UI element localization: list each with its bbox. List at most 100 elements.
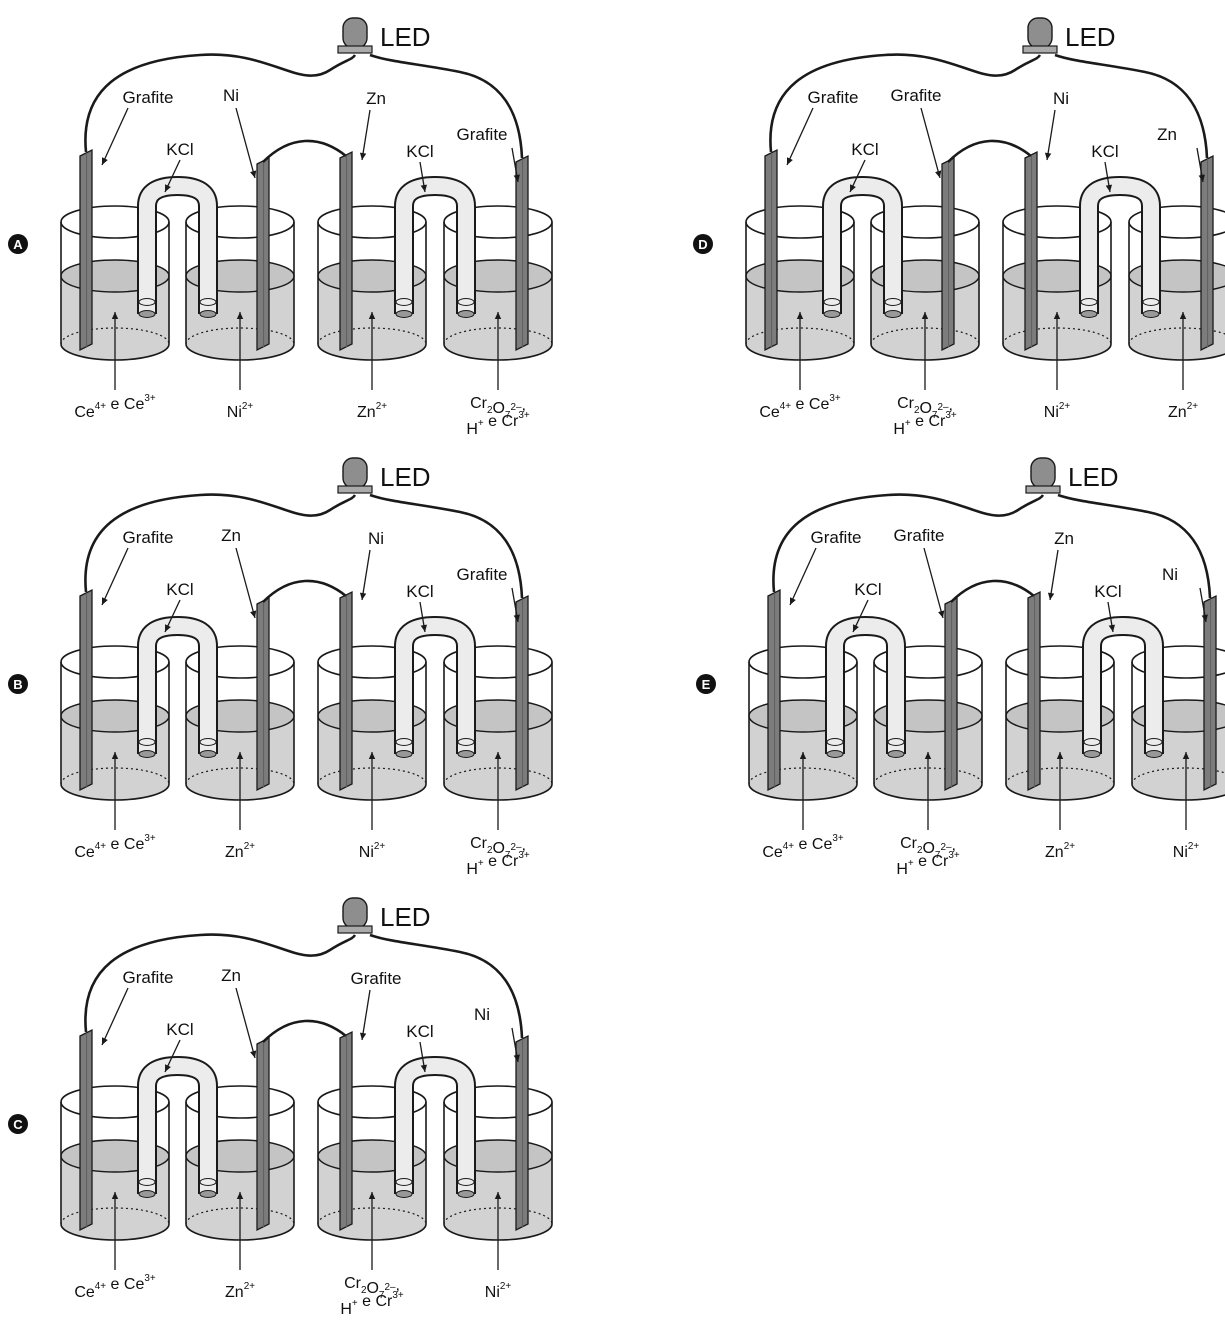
kcl-label-0: KCl bbox=[851, 140, 878, 159]
kcl-arrow-1-head bbox=[420, 624, 428, 632]
option-c-badge bbox=[8, 1114, 28, 1134]
salt-bridge-0-outline bbox=[825, 615, 906, 754]
solution-label-1-line1: Cr2O72–, bbox=[897, 395, 953, 421]
led-bulb bbox=[342, 17, 368, 49]
electrode-label-3: Grafite bbox=[456, 125, 507, 144]
kcl-arrow-0-head bbox=[165, 624, 171, 632]
salt-bridge-1-mouth-0 bbox=[1080, 298, 1098, 306]
salt-bridge-1-end-0 bbox=[395, 750, 413, 758]
kcl-arrow-0-head bbox=[850, 184, 856, 192]
solution-label-3-line2: H+ e Cr3+ bbox=[466, 850, 530, 878]
electrode-1 bbox=[944, 596, 958, 792]
electrode-arrow-3-head bbox=[513, 174, 520, 182]
salt-bridge-1-mouth-0 bbox=[395, 1178, 413, 1186]
solution-arrow-3-head bbox=[1182, 752, 1190, 759]
salt-bridge-1-mouth-1 bbox=[1142, 298, 1160, 306]
wire-right bbox=[369, 933, 524, 1039]
option-b-letter: B bbox=[13, 677, 22, 692]
electrode-arrow-0-head bbox=[101, 1037, 108, 1045]
electrode-1 bbox=[256, 156, 270, 352]
electrode-arrow-0 bbox=[101, 107, 129, 166]
led-label: LED bbox=[380, 462, 431, 492]
solution-arrow-0-head bbox=[799, 752, 807, 759]
solution-arrow-2-head bbox=[1053, 312, 1061, 319]
solution-label-1: Zn2+ bbox=[225, 841, 255, 861]
salt-bridge-0-mouth-0 bbox=[823, 298, 841, 306]
electrode-3 bbox=[515, 154, 529, 352]
kcl-label-0: KCl bbox=[854, 580, 881, 599]
salt-bridge-1-mouth-1 bbox=[1145, 738, 1163, 746]
electrode-label-1: Zn bbox=[221, 526, 241, 545]
solution-arrow-1-head bbox=[236, 1192, 244, 1199]
salt-bridge-1-mouth-0 bbox=[395, 298, 413, 306]
solution-arrow-2-head bbox=[368, 1192, 376, 1199]
solution-label-0: Ce4+ e Ce3+ bbox=[762, 833, 844, 861]
electrode-2 bbox=[339, 150, 353, 352]
salt-bridge-0 bbox=[139, 617, 216, 754]
wire-middle bbox=[262, 579, 347, 603]
electrode-arrow-2-head bbox=[1047, 592, 1055, 600]
electrode-label-0: Grafite bbox=[807, 88, 858, 107]
solution-arrow-1-head bbox=[236, 312, 244, 319]
electrode-arrow-1 bbox=[235, 987, 256, 1059]
salt-bridge-1 bbox=[396, 177, 474, 314]
option-d-badge bbox=[693, 234, 713, 254]
salt-bridge-1-mouth-0 bbox=[395, 738, 413, 746]
solution-label-0: Ce4+ e Ce3+ bbox=[74, 833, 156, 861]
salt-bridge-0 bbox=[827, 617, 904, 754]
solution-arrow-0-head bbox=[796, 312, 804, 319]
solution-label-0: Ce4+ e Ce3+ bbox=[74, 393, 156, 421]
electrode-label-3: Zn bbox=[1157, 125, 1177, 144]
solution-arrow-3-head bbox=[494, 752, 502, 759]
led-bulb bbox=[1030, 457, 1056, 489]
salt-bridge-0-outline bbox=[822, 175, 903, 314]
salt-bridge-0-end-1 bbox=[199, 1190, 217, 1198]
solution-arrow-3-head bbox=[1179, 312, 1187, 319]
kcl-label-1: KCl bbox=[406, 1022, 433, 1041]
electrode-arrow-1-head bbox=[935, 170, 942, 178]
salt-bridge-1 bbox=[396, 1057, 474, 1194]
electrode-label-0: Grafite bbox=[810, 528, 861, 547]
wire-middle bbox=[262, 1019, 347, 1043]
electrode-arrow-2 bbox=[361, 549, 371, 601]
salt-bridge-1-outline bbox=[394, 175, 476, 314]
salt-bridge-0-end-0 bbox=[826, 750, 844, 758]
electrode-arrow-2-head bbox=[1044, 152, 1052, 160]
salt-bridge-0 bbox=[824, 177, 901, 314]
solution-arrow-1-head bbox=[921, 312, 929, 319]
option-b-badge bbox=[8, 674, 28, 694]
electrode-3 bbox=[1200, 154, 1214, 352]
salt-bridge-1-mouth-1 bbox=[457, 298, 475, 306]
solution-label-0: Ce4+ e Ce3+ bbox=[74, 1273, 156, 1301]
wire-right bbox=[369, 493, 524, 599]
solution-arrow-1-head bbox=[236, 752, 244, 759]
electrode-2 bbox=[1024, 150, 1038, 352]
option-e-letter: E bbox=[702, 677, 711, 692]
electrode-arrow-2-head bbox=[359, 152, 367, 160]
wire-right bbox=[369, 53, 524, 159]
led-base bbox=[1022, 45, 1058, 54]
salt-bridge-0-mouth-1 bbox=[887, 738, 905, 746]
salt-bridge-0-end-1 bbox=[199, 750, 217, 758]
salt-bridge-1-end-1 bbox=[1145, 750, 1163, 758]
led-base bbox=[337, 485, 373, 494]
solution-label-3: Ni2+ bbox=[485, 1281, 512, 1301]
electrode-arrow-2 bbox=[1046, 109, 1056, 161]
led-base bbox=[337, 925, 373, 934]
solution-label-1-line2: H+ e Cr3+ bbox=[893, 410, 957, 438]
electrode-arrow-2 bbox=[361, 989, 371, 1041]
option-a-badge bbox=[8, 234, 28, 254]
salt-bridge-0-end-1 bbox=[199, 310, 217, 318]
electrode-arrow-0 bbox=[789, 547, 817, 606]
salt-bridge-0 bbox=[139, 177, 216, 314]
electrode-label-1: Zn bbox=[221, 966, 241, 985]
electrode-label-0: Grafite bbox=[122, 528, 173, 547]
wire-left bbox=[772, 493, 1045, 593]
kcl-arrow-0-head bbox=[165, 1064, 171, 1072]
electrode-arrow-0-head bbox=[101, 597, 108, 605]
solution-arrow-3-head bbox=[494, 312, 502, 319]
electrode-arrow-2-head bbox=[359, 1032, 367, 1040]
solution-label-2: Ni2+ bbox=[1044, 401, 1071, 421]
